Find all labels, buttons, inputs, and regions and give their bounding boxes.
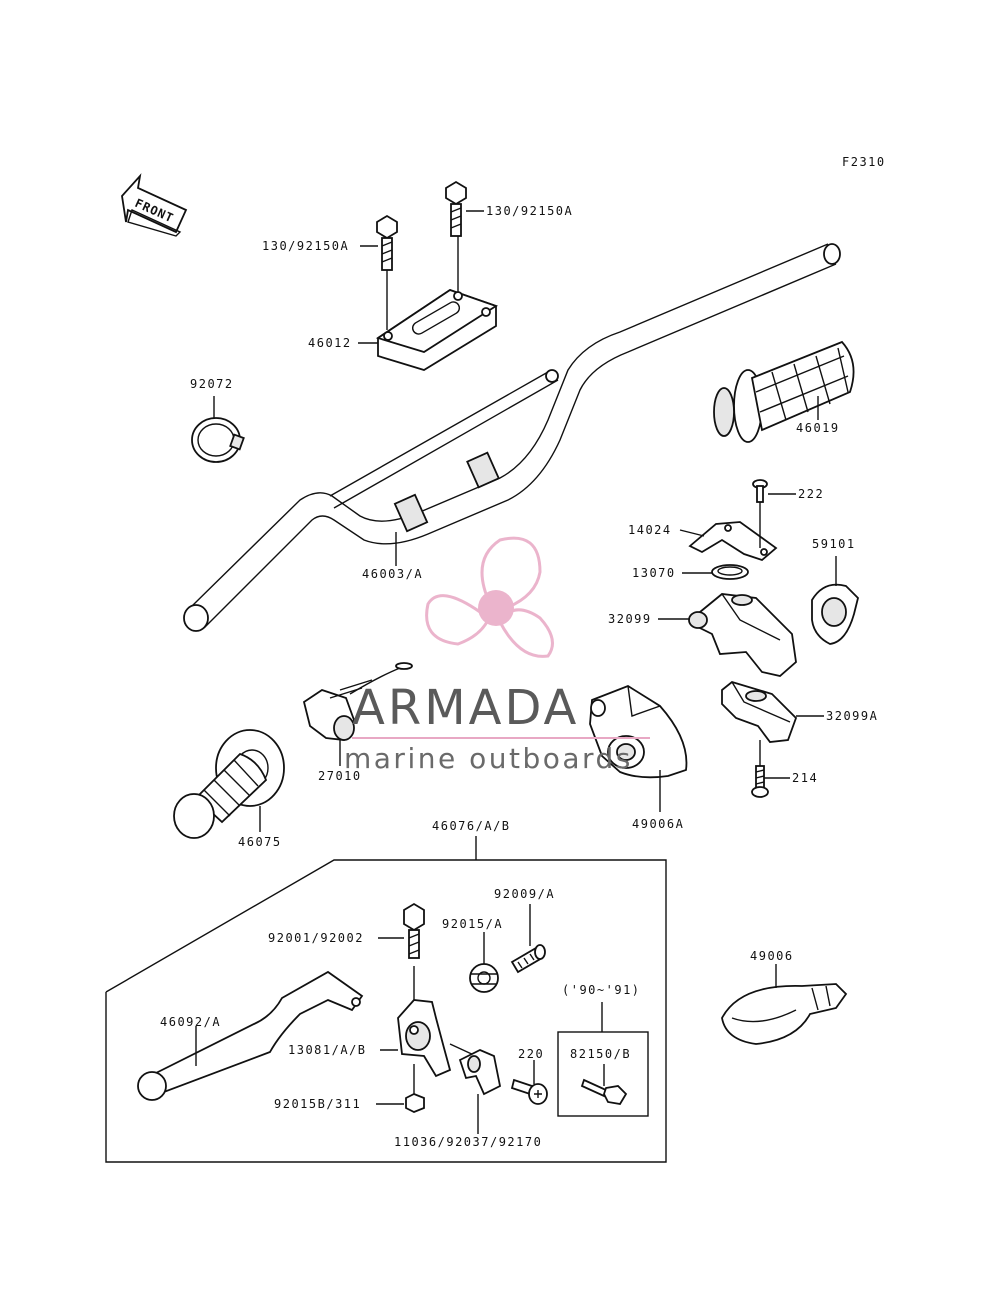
label-housing-32099A: 32099A bbox=[826, 709, 878, 723]
label-band: 92072 bbox=[190, 377, 234, 391]
label-ring: 13070 bbox=[632, 566, 676, 580]
nut-92015B-icon bbox=[405, 1093, 425, 1113]
label-screw-220: 220 bbox=[518, 1047, 544, 1061]
cover-49006-icon bbox=[721, 983, 848, 1045]
screw-214-icon bbox=[751, 765, 769, 798]
label-lever: 46092/A bbox=[160, 1015, 221, 1029]
label-lever-holder: 13081/A/B bbox=[288, 1043, 367, 1057]
lever-assembly-box bbox=[105, 859, 667, 1163]
label-clamp: 46012 bbox=[308, 336, 352, 350]
label-adjuster: 92009/A bbox=[494, 887, 555, 901]
housing-lower-icon bbox=[721, 681, 798, 743]
adjuster-icon bbox=[510, 944, 546, 974]
switch-icon bbox=[302, 662, 413, 741]
label-pivot-bolt: 92001/92002 bbox=[268, 931, 364, 945]
label-throttle-grip: 46019 bbox=[796, 421, 840, 435]
watermark-logo bbox=[425, 536, 554, 658]
bolt-right-icon bbox=[445, 180, 467, 237]
part-59101-icon bbox=[811, 583, 859, 645]
bolt-left-icon bbox=[376, 214, 398, 271]
label-cover-49006: 49006 bbox=[750, 949, 794, 963]
throttle-grip-icon bbox=[713, 340, 855, 443]
lever-holder-icon bbox=[397, 999, 452, 1078]
plate-icon bbox=[688, 521, 778, 562]
label-plate: 14024 bbox=[628, 523, 672, 537]
label-locknut: 92015/A bbox=[442, 917, 503, 931]
year-range: ('90~'91) bbox=[562, 983, 641, 997]
housing-icon bbox=[688, 593, 797, 677]
label-handlebar: 46003/A bbox=[362, 567, 423, 581]
label-housing-32099: 32099 bbox=[608, 612, 652, 626]
screw-222-icon bbox=[752, 479, 768, 503]
handlebar bbox=[183, 243, 841, 632]
locknut-icon bbox=[469, 963, 499, 993]
label-59101: 59101 bbox=[812, 537, 856, 551]
left-grip-icon bbox=[173, 729, 285, 839]
label-cover-49006A: 49006A bbox=[632, 817, 684, 831]
label-lever-assembly: 46076/A/B bbox=[432, 819, 511, 833]
label-screw-222: 222 bbox=[798, 487, 824, 501]
watermark-title: ARMADA bbox=[352, 680, 579, 736]
label-switch: 27010 bbox=[318, 769, 362, 783]
label-left-grip: 46075 bbox=[238, 835, 282, 849]
label-nut-92015B: 92015B/311 bbox=[274, 1097, 361, 1111]
clamp-half-icon bbox=[458, 1049, 502, 1096]
year-range-box bbox=[557, 1031, 649, 1117]
pivot-bolt-icon bbox=[403, 902, 425, 959]
label-clamp-half: 11036/92037/92170 bbox=[394, 1135, 542, 1149]
screw-220-icon bbox=[510, 1078, 548, 1105]
lever-icon bbox=[137, 970, 364, 1101]
cover-49006A-icon bbox=[589, 684, 688, 779]
figure-code: F2310 bbox=[842, 155, 886, 169]
ring-icon bbox=[711, 564, 749, 580]
label-screw-214: 214 bbox=[792, 771, 818, 785]
label-bolt-right: 130/92150A bbox=[486, 204, 573, 218]
label-bolt-82150: 82150/B bbox=[570, 1047, 631, 1061]
front-arrow-icon: FRONT bbox=[121, 173, 188, 237]
band-icon bbox=[191, 417, 245, 463]
watermark-subtitle: marine outboards bbox=[344, 742, 633, 775]
label-bolt-left: 130/92150A bbox=[262, 239, 349, 253]
clamp-icon bbox=[375, 289, 499, 371]
bolt-82150-icon bbox=[580, 1078, 628, 1105]
